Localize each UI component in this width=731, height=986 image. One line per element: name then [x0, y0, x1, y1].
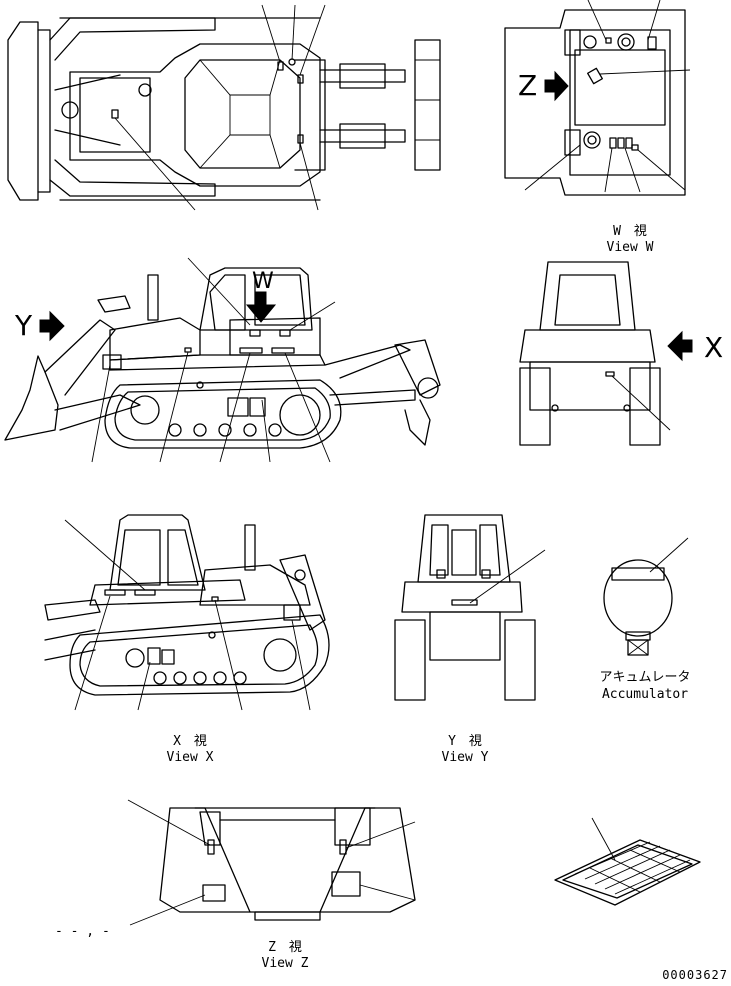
accumulator-drawing: [603, 537, 689, 656]
marker-w: W: [252, 269, 274, 294]
accumulator-jp-label: アキュムレータ: [599, 670, 691, 685]
view-x-jp-label: X 視: [173, 734, 207, 749]
accumulator-en-label: Accumulator: [601, 687, 689, 702]
view-y-en-label: View Y: [441, 750, 489, 765]
marker-z: Z: [518, 69, 538, 102]
view-x-drawing: [44, 514, 330, 711]
view-w-jp-label: W 視: [613, 224, 647, 239]
view-z-jp-label: Z 視: [268, 940, 302, 955]
view-y-jp-label: Y 視: [448, 734, 482, 749]
view-w-en-label: View W: [606, 240, 654, 255]
manual-plate-drawing: [554, 817, 701, 906]
view-y-drawing: [394, 514, 546, 701]
part-number: 00003627: [662, 968, 728, 982]
top-view-bulldozer: [7, 4, 441, 211]
view-x-en-label: View X: [166, 750, 214, 765]
marker-y: Y: [15, 309, 33, 342]
view-z-drawing: [127, 799, 416, 926]
side-view-bulldozer: [4, 257, 441, 463]
view-w-drawing: [504, 0, 691, 196]
view-z-en-label: View Z: [261, 956, 309, 971]
rear-view-bulldozer: [519, 261, 693, 446]
footnote-text: - - , -: [55, 924, 110, 939]
marker-x: X: [704, 331, 724, 364]
